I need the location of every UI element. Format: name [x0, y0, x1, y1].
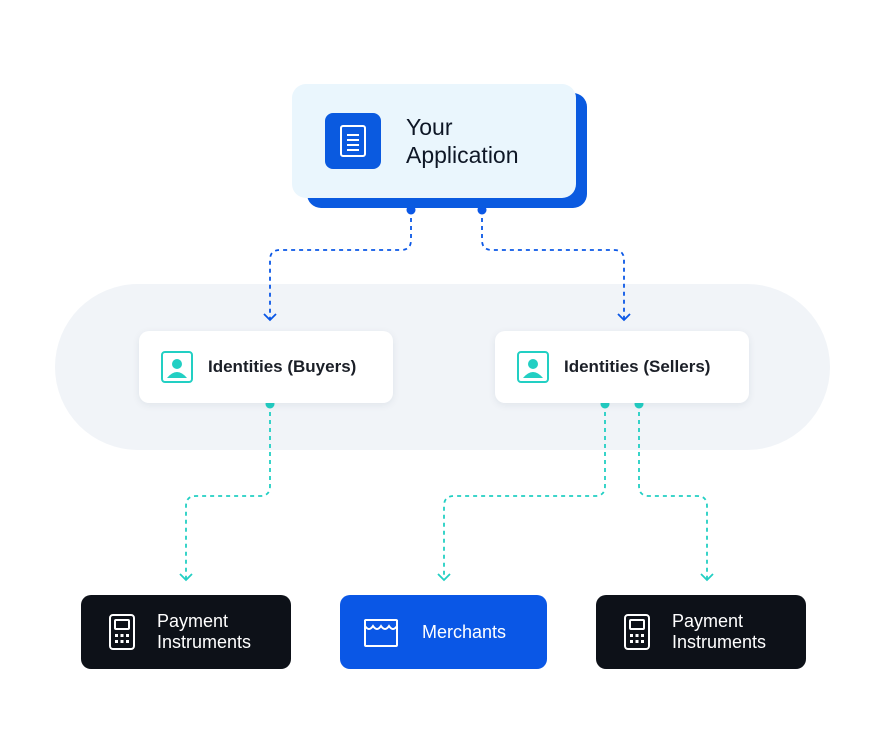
merchants-node: Merchants	[340, 595, 547, 669]
payment-instruments-buyers-label: Payment Instruments	[157, 611, 252, 652]
edge-sellers-to-payment	[638, 404, 708, 579]
identity-card-icon	[161, 351, 193, 383]
identities-buyers-label: Identities (Buyers)	[208, 357, 357, 376]
edge-root-to-buyers-arrow	[263, 313, 277, 322]
identity-card-icon	[517, 351, 549, 383]
edge-root-to-sellers-arrow	[617, 313, 631, 322]
document-icon	[325, 113, 381, 169]
your-application-node: Your Application	[292, 84, 576, 198]
edge-root-to-buyers	[269, 210, 412, 319]
payment-instruments-sellers-node: Payment Instruments	[596, 595, 806, 669]
edge-buyers-to-payment	[185, 404, 271, 579]
your-application-label: Your Application	[406, 114, 519, 168]
edge-sellers-to-merchants-arrow	[437, 573, 451, 582]
identities-sellers-node: Identities (Sellers)	[495, 331, 749, 403]
edge-sellers-to-payment-arrow	[700, 573, 714, 582]
edge-sellers-to-merchants	[443, 404, 606, 579]
payment-instruments-buyers-node: Payment Instruments	[81, 595, 291, 669]
edge-root-to-sellers	[481, 210, 625, 319]
payment-instruments-sellers-label: Payment Instruments	[672, 611, 767, 652]
card-terminal-icon	[109, 614, 135, 650]
card-terminal-icon	[624, 614, 650, 650]
identities-sellers-label: Identities (Sellers)	[564, 357, 711, 376]
identities-buyers-node: Identities (Buyers)	[139, 331, 393, 403]
storefront-icon	[364, 619, 398, 647]
merchants-label: Merchants	[422, 621, 507, 642]
edge-buyers-to-payment-arrow	[179, 573, 193, 582]
